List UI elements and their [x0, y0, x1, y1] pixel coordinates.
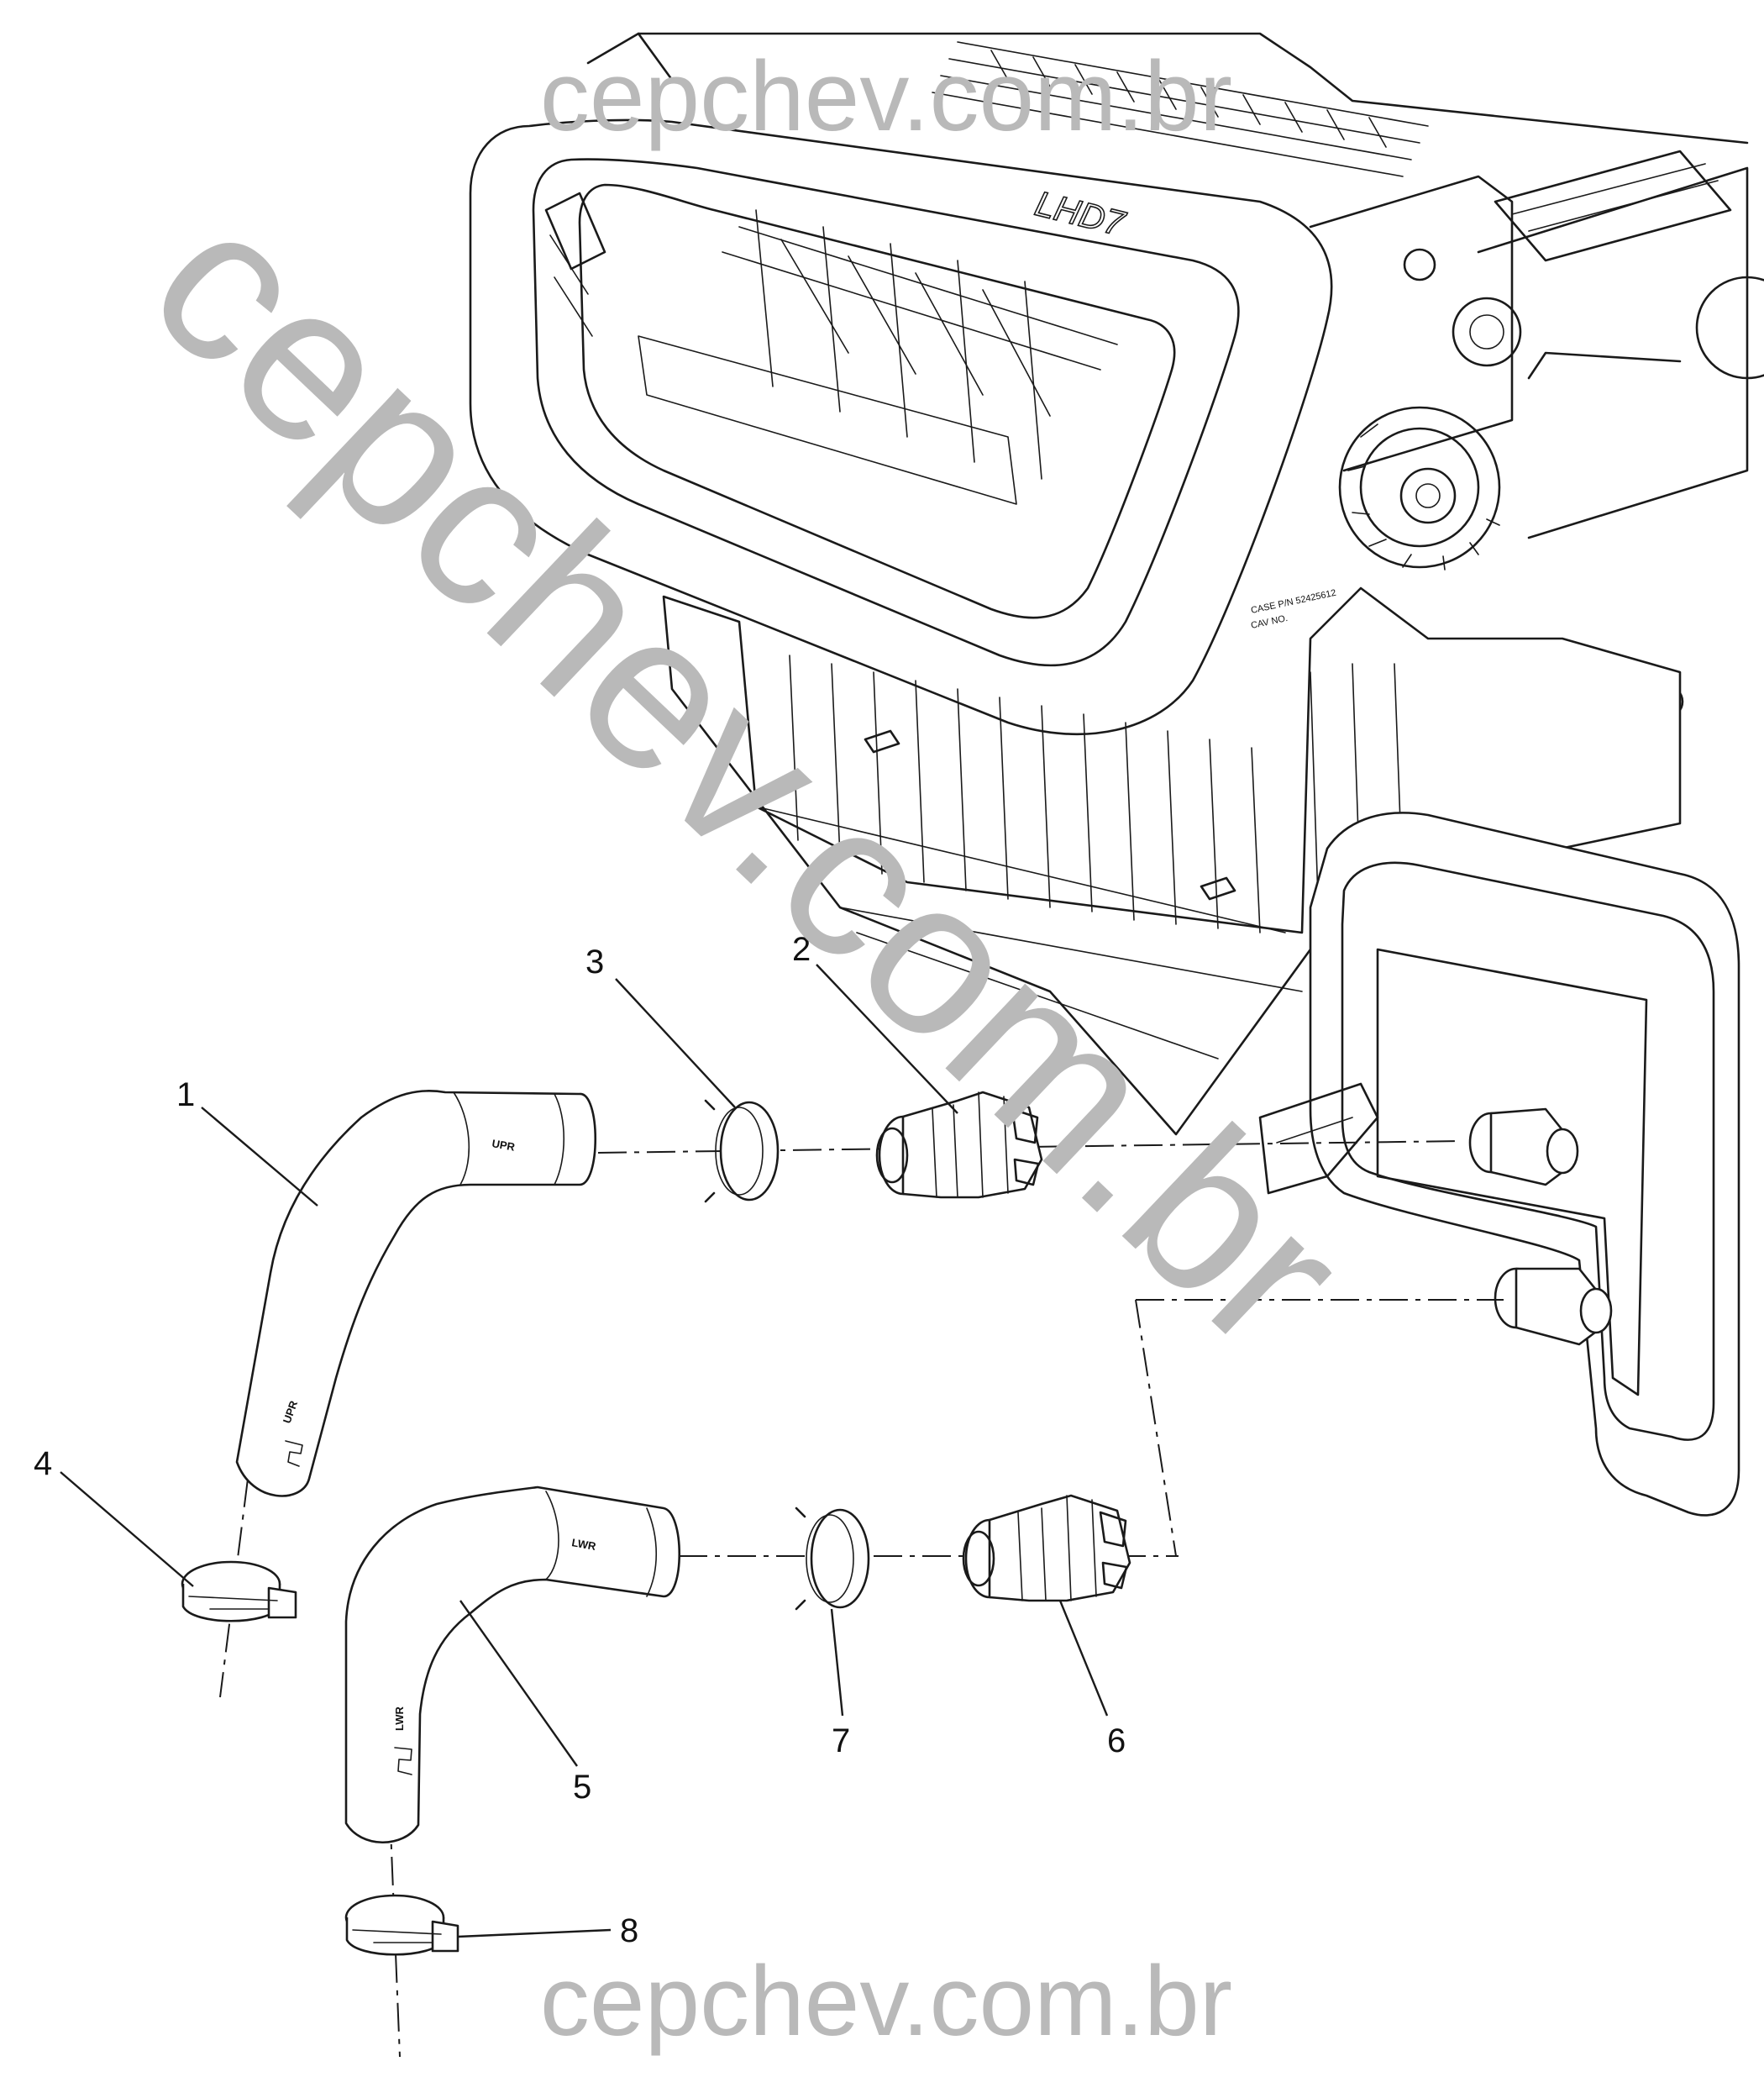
core-housing: [662, 586, 1682, 1136]
leader-lines: [60, 964, 1109, 1938]
callout-2: 2: [792, 931, 811, 968]
top-grille: [932, 41, 1429, 177]
retainer-ring-upper: [704, 1099, 780, 1203]
callout-8: 8: [620, 1912, 638, 1949]
callout-7: 7: [832, 1722, 850, 1759]
callout-1: 1: [176, 1076, 195, 1113]
upper-hose-end-mark: UPR: [491, 1137, 516, 1154]
case-label-line-2: CAV NO.: [1250, 613, 1289, 631]
upper-heater-hose: UPR UPR: [235, 1090, 596, 1497]
retainer-ring-lower: [795, 1506, 870, 1611]
lower-hose-tail-mark: LWR: [393, 1706, 406, 1731]
callout-5: 5: [573, 1769, 591, 1806]
callout-3: 3: [585, 944, 604, 981]
callout-6: 6: [1107, 1722, 1126, 1759]
hose-clamp-upper: [181, 1560, 297, 1622]
quick-connector-lower: [962, 1494, 1131, 1602]
duct-outlet-frame: LHD7: [469, 118, 1333, 736]
watermark-bottom: cepchev.com.br: [540, 1946, 1232, 2057]
watermark-top: cepchev.com.br: [540, 41, 1232, 152]
callout-labels: 1 2 3 4 5 6 7 8: [34, 931, 1126, 1949]
heater-core-ports: [1258, 812, 1740, 1517]
callout-4: 4: [34, 1445, 52, 1482]
lower-heater-hose: LWR LWR: [344, 1485, 680, 1843]
hvac-module: LHD7 CASE P/N 52425612 CAV NO.: [469, 32, 1764, 1517]
quick-connector-upper: [875, 1091, 1043, 1199]
hose-clamp-lower: [344, 1894, 459, 1956]
lower-hose-end-mark: LWR: [570, 1536, 597, 1553]
case-label-line-1: CASE P/N 52425612: [1250, 588, 1337, 616]
